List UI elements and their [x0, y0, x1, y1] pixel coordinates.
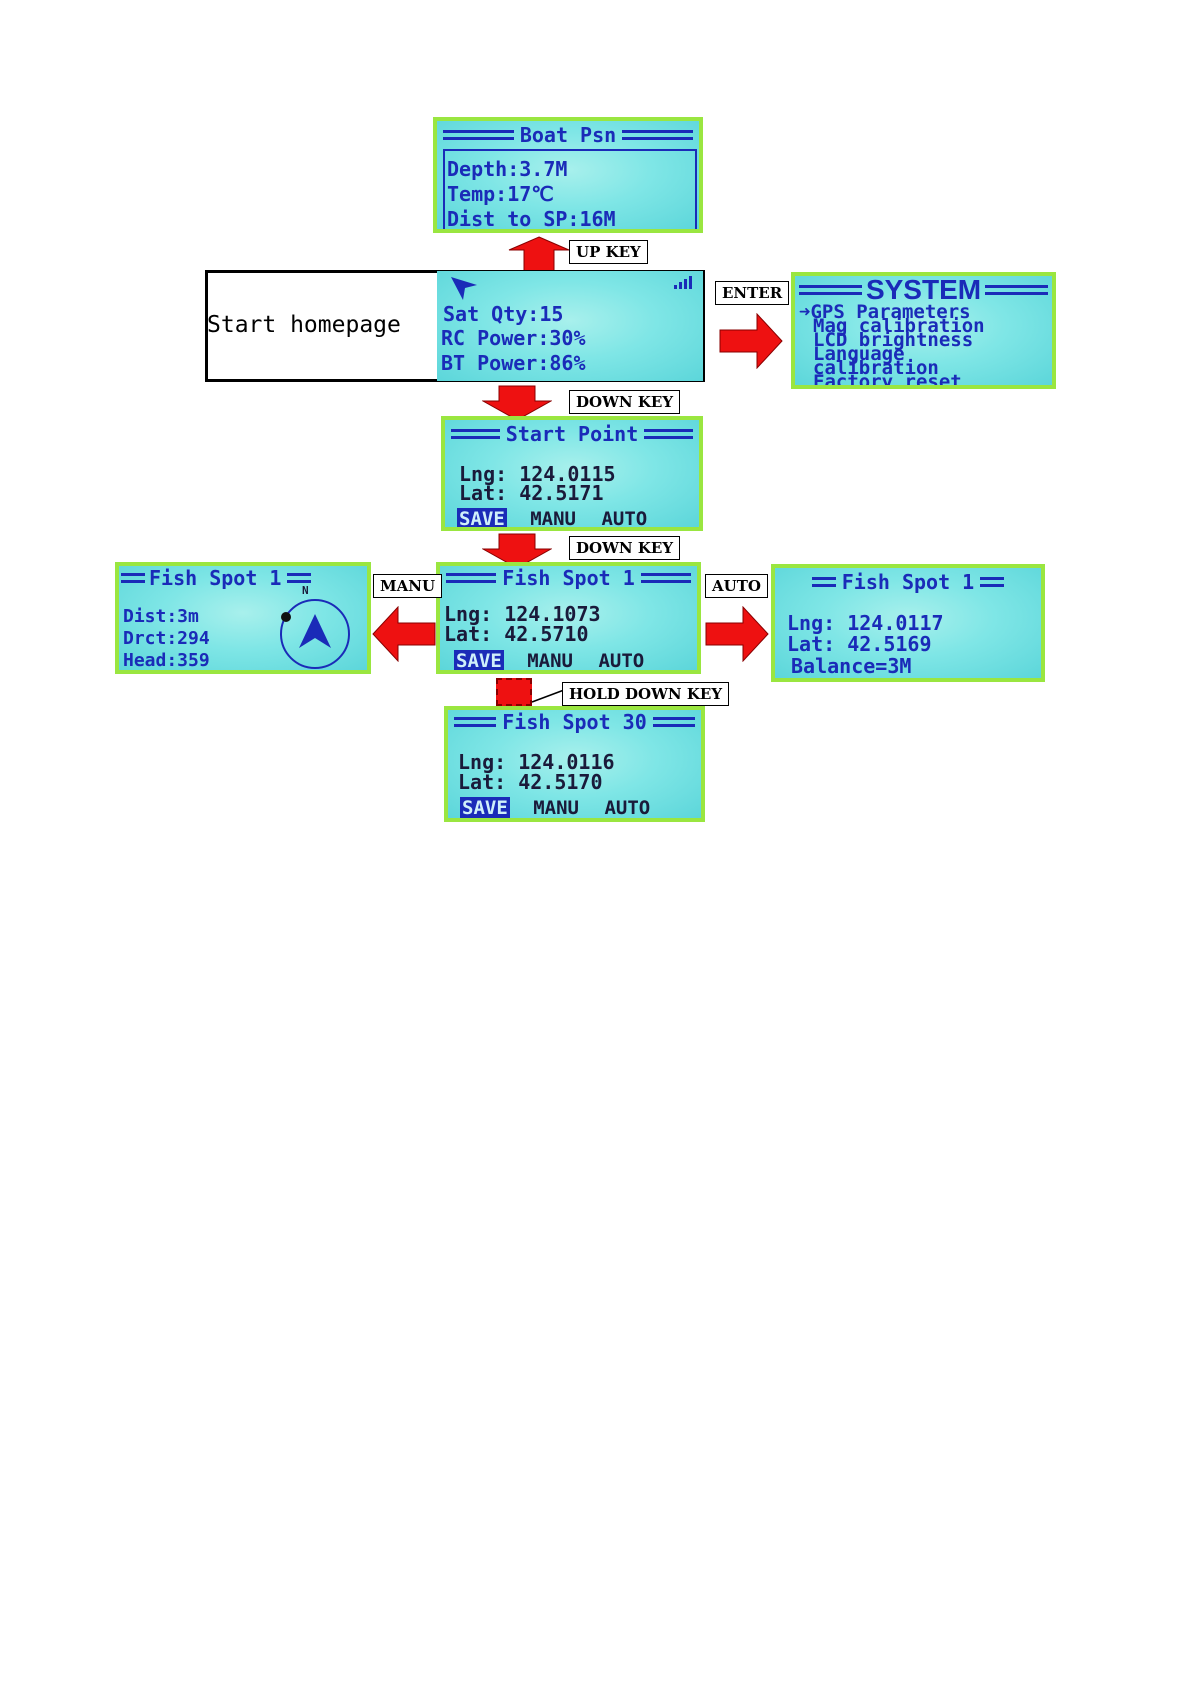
- title-bars: [652, 717, 695, 727]
- screen-title-bar: Fish Spot 30: [448, 710, 701, 734]
- lat-readout: Lat: 42.5171: [459, 481, 604, 505]
- screen-title: Fish Spot 1: [841, 570, 975, 594]
- homepage-label: Start homepage: [207, 312, 401, 338]
- boat-psn-screen: Boat Psn Depth:3.7M Temp:17℃ Dist to SP:…: [433, 117, 703, 233]
- down-key-label-2: DOWN KEY: [569, 536, 681, 560]
- lng-readout: Lng: 124.0115: [459, 462, 616, 486]
- enter-key-label: ENTER: [715, 281, 790, 305]
- soft-key-bar: SAVE MANU AUTO: [460, 797, 651, 819]
- title-bars: [451, 429, 500, 439]
- title-bars: [799, 285, 862, 295]
- menu-item-label: GPS Parameters: [810, 301, 971, 323]
- title-bars: [980, 577, 1005, 587]
- title-bars: [622, 130, 694, 140]
- compass-north-label: N: [302, 584, 309, 597]
- signal-strength-icon: [674, 276, 692, 289]
- hold-down-key-label: HOLD DOWN KEY: [562, 682, 730, 706]
- menu-item-lcd-brightness[interactable]: LCD brightness: [813, 329, 974, 351]
- bt-power-readout: BT Power:86%: [441, 351, 586, 375]
- screen-title: Fish Spot 30: [502, 710, 647, 734]
- manu-arrow: [372, 606, 436, 662]
- save-softkey[interactable]: SAVE: [457, 508, 507, 530]
- sat-qty-readout: Sat Qty:15: [443, 302, 564, 326]
- title-bars: [454, 717, 497, 727]
- fish-spot-auto-screen: Fish Spot 1 Lng: 124.0117 Lat: 42.5169 B…: [771, 564, 1045, 682]
- auto-arrow: [705, 606, 769, 662]
- readout-box: [443, 149, 697, 229]
- title-bars: [287, 573, 312, 583]
- auto-softkey[interactable]: AUTO: [601, 508, 648, 530]
- system-screen: SYSTEM ➜GPS Parameters Mag calibration L…: [791, 272, 1056, 389]
- manu-softkey[interactable]: MANU: [527, 650, 573, 672]
- up-key-label: UP KEY: [569, 240, 648, 264]
- hold-down-marker: [496, 678, 532, 706]
- menu-item-mag-calibration[interactable]: Mag calibration: [813, 315, 985, 337]
- head-readout: Head:359: [123, 650, 210, 671]
- title-bars: [443, 130, 514, 140]
- auto-softkey[interactable]: AUTO: [598, 650, 645, 672]
- screen-title-bar: Start Point: [445, 422, 699, 446]
- menu-item-language[interactable]: Language: [813, 343, 905, 365]
- temp-readout: Temp:17℃: [447, 182, 554, 206]
- drct-readout: Drct:294: [123, 628, 210, 649]
- rc-power-readout: RC Power:30%: [441, 326, 586, 350]
- title-bars: [985, 285, 1049, 295]
- hold-down-pointer: [531, 689, 565, 703]
- screen-title-bar: Fish Spot 1: [775, 570, 1041, 594]
- down-key-label-1: DOWN KEY: [569, 390, 681, 414]
- fish-spot-30-screen: Fish Spot 30 Lng: 124.0116 Lat: 42.5170 …: [444, 706, 705, 822]
- homepage-screen: Sat Qty:15 RC Power:30% BT Power:86%: [437, 271, 703, 381]
- compass-icon: [280, 599, 350, 669]
- menu-item-factory-reset[interactable]: Factory reset: [813, 371, 962, 389]
- lng-readout: Lng: 124.0116: [458, 750, 615, 774]
- screen-title-bar: Fish Spot 1: [119, 566, 367, 590]
- enter-arrow: [719, 313, 783, 369]
- lat-readout: Lat: 42.5170: [458, 770, 603, 794]
- soft-key-bar: SAVE MANU AUTO: [457, 508, 648, 530]
- menu-item-calibration[interactable]: calibration: [813, 357, 939, 379]
- lng-readout: Lng: 124.0117: [787, 611, 944, 635]
- lat-readout: Lat: 42.5710: [444, 622, 589, 646]
- down-arrow-1: [482, 385, 552, 421]
- auto-key-label: AUTO: [705, 574, 768, 598]
- system-title-bar: SYSTEM: [795, 274, 1052, 305]
- menu-item-gps-parameters[interactable]: ➜GPS Parameters: [799, 301, 971, 323]
- manu-softkey[interactable]: MANU: [533, 797, 579, 819]
- dist-readout: Dist:3m: [123, 606, 199, 627]
- soft-key-bar: SAVE MANU AUTO: [454, 650, 645, 672]
- lng-readout: Lng: 124.1073: [444, 602, 601, 626]
- lat-readout: Lat: 42.5169: [787, 632, 932, 656]
- screen-title: Start Point: [505, 422, 639, 446]
- screen-title: Fish Spot 1: [502, 566, 635, 590]
- fish-spot-1-screen: Fish Spot 1 Lng: 124.1073 Lat: 42.5710 S…: [436, 562, 701, 674]
- title-bars: [121, 573, 145, 583]
- screen-title: Fish Spot 1: [149, 566, 282, 590]
- up-arrow: [508, 236, 570, 272]
- dist-readout: Dist to SP:16M: [447, 207, 616, 231]
- save-softkey[interactable]: SAVE: [460, 797, 510, 819]
- auto-softkey[interactable]: AUTO: [604, 797, 651, 819]
- save-softkey[interactable]: SAVE: [454, 650, 504, 672]
- selection-arrow-icon: ➜: [799, 301, 811, 323]
- title-bars: [640, 573, 692, 583]
- screen-title: Boat Psn: [519, 123, 617, 147]
- start-point-screen: Start Point Lng: 124.0115 Lat: 42.5171 S…: [441, 416, 703, 531]
- title-bars: [446, 573, 497, 583]
- title-bars: [644, 429, 694, 439]
- manu-key-label: MANU: [373, 574, 443, 598]
- fish-spot-manu-screen: Fish Spot 1 Dist:3m Drct:294 Head:359 N: [115, 562, 371, 674]
- system-title: SYSTEM: [865, 274, 982, 305]
- down-arrow-2: [482, 533, 552, 569]
- navigation-arrow-icon: [451, 277, 477, 300]
- manu-softkey[interactable]: MANU: [530, 508, 576, 530]
- depth-readout: Depth:3.7M: [447, 157, 568, 181]
- screen-title-bar: Boat Psn: [437, 123, 699, 147]
- balance-readout: Balance=3M: [791, 654, 912, 678]
- screen-title-bar: Fish Spot 1: [440, 566, 697, 590]
- title-bars: [811, 577, 836, 587]
